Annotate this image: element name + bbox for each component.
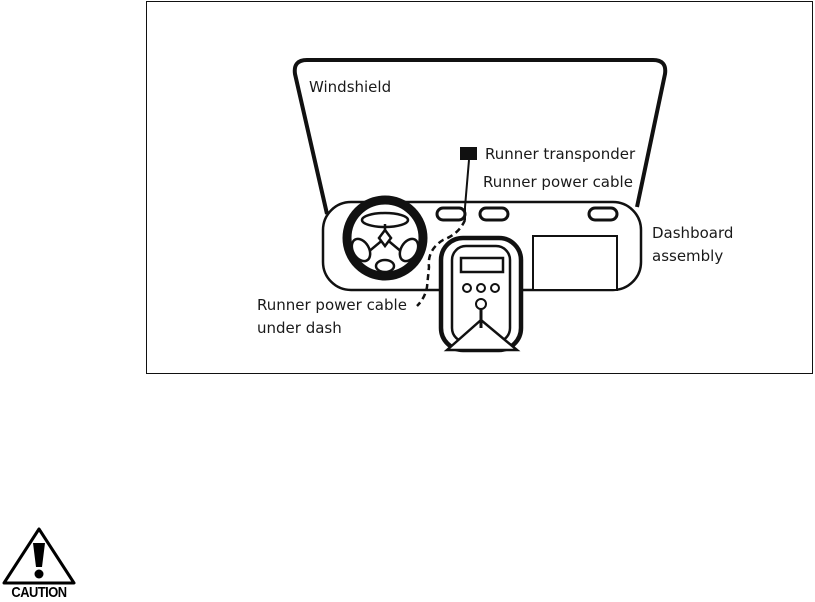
windshield-label: Windshield [309,78,391,96]
power-cable-label: Runner power cable [483,173,633,191]
dashboard-illustration [147,2,814,375]
air-vent [437,208,465,220]
dashboard-display [533,236,617,290]
transponder-marker [460,147,477,160]
center-console [441,238,521,350]
transponder-label: Runner transponder [485,145,635,163]
air-vent [480,208,508,220]
dashboard-label-line2: assembly [652,247,723,265]
steering-wheel [347,200,423,276]
caution-exclamation-icon [2,527,76,585]
caution-label: CAUTION [7,584,71,601]
air-vent [589,208,617,220]
under-dash-label-line1: Runner power cable [257,296,407,314]
caution-icon: CAUTION [2,527,76,602]
installation-diagram: Windshield Runner transponder Runner pow… [146,1,813,374]
under-dash-label-line2: under dash [257,319,342,337]
dashboard-label-line1: Dashboard [652,224,733,242]
